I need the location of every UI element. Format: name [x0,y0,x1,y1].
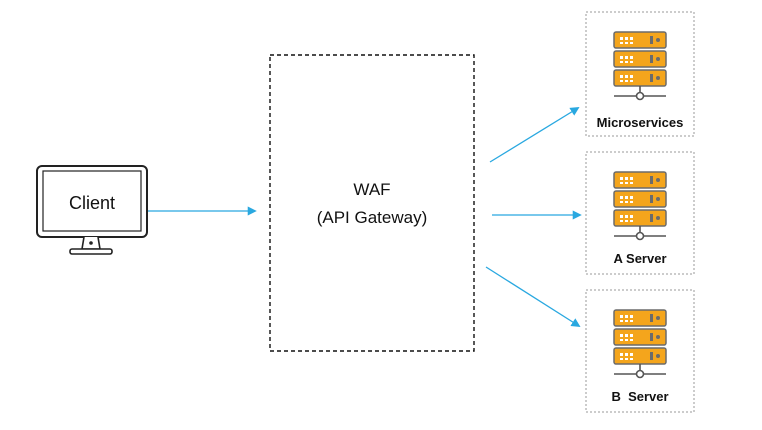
microservices-label: Microservices [596,115,684,130]
a-server-label: A Server [613,251,667,266]
waf-gateway-box [269,54,475,352]
waf-to-b-server-arrow [485,266,581,327]
waf-subtitle: (API Gateway) [316,208,428,227]
client-monitor-icon [36,165,148,255]
a-server-box [585,151,695,275]
b-server-server-icon [613,309,667,379]
microservices-box [585,11,695,137]
waf-gateway-label: WAF (API Gateway) [270,176,474,232]
a-server-server-icon [613,171,667,241]
microservices-server-icon [613,31,667,101]
client-label: Client [68,193,116,213]
b-server-label: B Server [611,389,669,404]
b-server-box [585,289,695,413]
waf-title: WAF [353,180,391,199]
waf-to-microservices-arrow [489,107,580,163]
